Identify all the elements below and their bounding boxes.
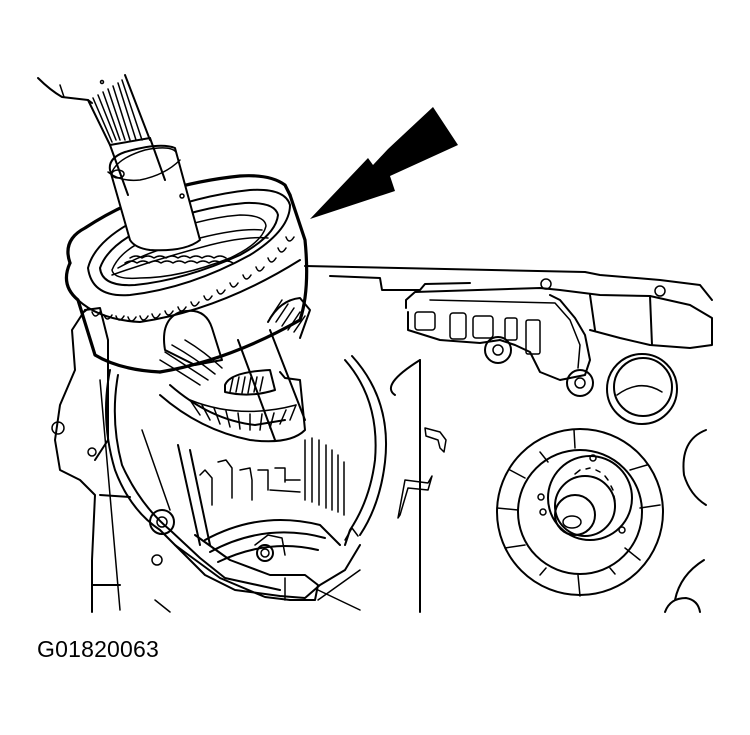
ring-gear bbox=[177, 437, 345, 563]
output-flange bbox=[496, 428, 664, 597]
left-housing bbox=[51, 307, 387, 613]
figure-id-caption: G01820063 bbox=[37, 636, 160, 662]
clutch-drum-assembly bbox=[64, 144, 309, 374]
arrow-indicator bbox=[310, 107, 458, 219]
differential-carrier bbox=[159, 297, 311, 443]
removal-tool bbox=[37, 74, 166, 196]
transmission-case bbox=[304, 265, 713, 613]
